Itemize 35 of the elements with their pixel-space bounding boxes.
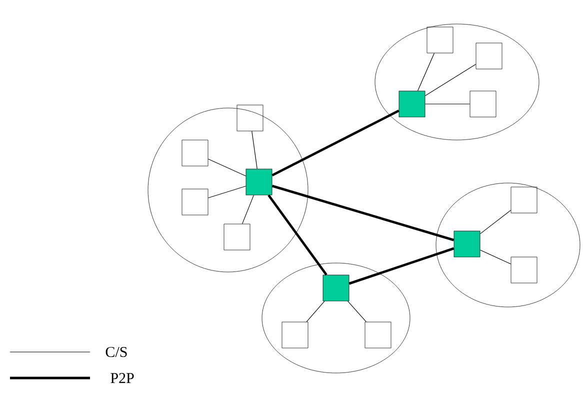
- connector-line: [252, 130, 258, 170]
- connector-line: [272, 184, 454, 242]
- node-square: [364, 322, 392, 348]
- connector-line: [424, 64, 476, 96]
- hub-square: [454, 230, 480, 258]
- node-square: [182, 188, 208, 216]
- connector-line: [480, 250, 512, 264]
- hub-square: [398, 90, 426, 118]
- node-square: [470, 90, 496, 118]
- hub-square: [322, 274, 350, 302]
- group-ellipse: [148, 108, 308, 272]
- legend-label: C/S: [106, 346, 127, 358]
- connector-line: [272, 110, 400, 176]
- node-square: [182, 140, 208, 166]
- node-square: [236, 104, 264, 132]
- connector-line: [348, 300, 367, 322]
- group-ellipse: [262, 262, 410, 374]
- connector-line: [242, 194, 254, 224]
- connector-line: [208, 186, 246, 198]
- connector-line: [268, 194, 328, 276]
- group-ellipse: [374, 24, 540, 140]
- connector-line: [417, 52, 435, 92]
- node-square: [224, 224, 250, 250]
- connector-line: [480, 210, 512, 234]
- hub-square: [246, 168, 272, 196]
- node-square: [476, 42, 502, 70]
- legend-label: P2P: [110, 373, 134, 383]
- node-square: [510, 256, 538, 284]
- connector-line: [348, 247, 454, 285]
- connector-line: [208, 158, 246, 176]
- connector-line: [306, 300, 325, 322]
- node-square: [282, 322, 308, 348]
- node-square: [426, 26, 454, 54]
- group-ellipse: [436, 182, 580, 308]
- node-square: [510, 186, 538, 214]
